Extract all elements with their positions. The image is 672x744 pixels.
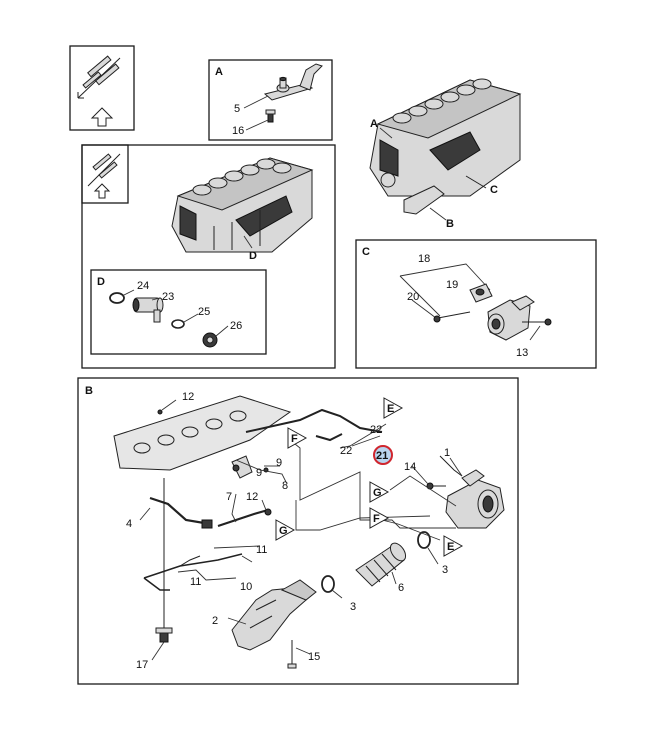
bolt-14 xyxy=(426,482,446,490)
block-orientation-icon-2 xyxy=(81,144,129,204)
ref-flag-e-right: E xyxy=(443,535,464,557)
ref-flag-f-mid-label: F xyxy=(373,513,380,525)
cylinder-bores xyxy=(392,78,492,124)
long-oil-line xyxy=(155,478,173,643)
view-orientation-panel xyxy=(69,45,135,131)
bolt-12-mid xyxy=(264,508,272,516)
callout-22-right: 22 xyxy=(370,424,382,436)
section-c-panel: C 18 19 20 13 xyxy=(355,239,597,369)
cylinder-block xyxy=(171,157,314,253)
callout-13: 13 xyxy=(516,347,528,359)
section-d-panel: D 24 23 25 26 xyxy=(90,269,267,355)
callout-11-left: 11 xyxy=(190,576,201,588)
oil-pipe-middle xyxy=(149,496,269,529)
callout-24: 24 xyxy=(137,280,149,292)
oil-pipe-upper xyxy=(245,408,383,442)
bolt-20 xyxy=(433,311,471,323)
ref-flag-e-top: E xyxy=(383,397,404,419)
seal-ring-24 xyxy=(109,292,125,304)
callout-5-a: 5 xyxy=(234,103,240,115)
bracket-8-9 xyxy=(231,455,269,479)
callout-12-top: 12 xyxy=(182,391,194,403)
piston-cooling-nozzle-23 xyxy=(132,297,164,323)
ref-flag-f-top: F xyxy=(287,427,308,449)
cylinder-block-panel: D D 24 xyxy=(81,144,336,369)
o-ring-3-right xyxy=(417,531,431,549)
plug-26 xyxy=(202,332,218,348)
ref-flag-g-mid: G xyxy=(369,481,390,503)
suction-pipe-6 xyxy=(355,542,407,587)
callout-3-right: 3 xyxy=(442,564,448,576)
oil-pump-1 xyxy=(439,455,505,529)
callout-18: 18 xyxy=(418,253,430,265)
overview-label-a: A xyxy=(370,118,378,130)
bolt-16 xyxy=(265,109,276,123)
section-b-panel: B xyxy=(77,377,519,685)
callout-4: 4 xyxy=(126,518,132,530)
ref-flag-g-low-label: G xyxy=(279,525,288,537)
bracket-10-11 xyxy=(143,553,243,591)
o-ring-25 xyxy=(171,319,185,329)
callout-2: 2 xyxy=(212,615,218,627)
callout-15: 15 xyxy=(308,651,320,663)
oil-pump-bracket-19 xyxy=(469,283,493,303)
up-arrow-icon xyxy=(90,107,114,127)
highlight-circle xyxy=(373,445,393,465)
oil-pan-gasket xyxy=(113,395,292,471)
overview-engine-block xyxy=(369,78,522,215)
callout-12-mid: 12 xyxy=(246,491,258,503)
ref-flag-f-top-label: F xyxy=(291,433,298,445)
callout-14: 14 xyxy=(404,461,416,473)
callout-16: 16 xyxy=(232,125,244,137)
callout-9-right: 9 xyxy=(276,457,282,469)
section-d-label: D xyxy=(97,276,105,288)
callout-20: 20 xyxy=(407,291,419,303)
callout-8: 8 xyxy=(282,480,288,492)
highlighted-callout-21[interactable]: 21 xyxy=(373,445,393,465)
callout-7: 7 xyxy=(226,491,232,503)
callout-11-right: 11 xyxy=(256,544,267,556)
callout-3-lower: 3 xyxy=(350,601,356,613)
overview-label-b: B xyxy=(446,218,454,230)
ref-flag-g-low: G xyxy=(275,519,296,541)
section-a-label: A xyxy=(215,66,223,78)
oil-pump-housing-c xyxy=(487,295,535,341)
callout-25: 25 xyxy=(198,306,210,318)
callout-22-left: 22 xyxy=(340,445,352,457)
bolt-15 xyxy=(287,640,297,669)
section-c-label: C xyxy=(362,246,370,258)
callout-1: 1 xyxy=(444,447,450,459)
ref-flag-f-mid: F xyxy=(369,507,390,529)
ref-flag-e-top-label: E xyxy=(387,403,394,415)
block-label-d: D xyxy=(249,250,257,262)
callout-17: 17 xyxy=(136,659,148,671)
block-orientation-icon xyxy=(77,55,121,99)
ref-flag-e-right-label: E xyxy=(447,541,454,553)
section-b-label: B xyxy=(85,385,93,397)
o-ring-3-lower xyxy=(321,575,335,593)
callout-23: 23 xyxy=(162,291,174,303)
callout-26: 26 xyxy=(230,320,242,332)
callout-9-left: 9 xyxy=(256,467,262,479)
callout-6: 6 xyxy=(398,582,404,594)
section-a-panel: A 5 16 xyxy=(208,59,333,141)
overview-label-c: C xyxy=(490,184,498,196)
oil-pickup-tube-2 xyxy=(231,579,317,651)
callout-19: 19 xyxy=(446,279,458,291)
callout-21: 21 xyxy=(376,450,388,462)
oil-pickup-bracket xyxy=(263,63,323,101)
callout-10: 10 xyxy=(240,581,252,593)
ref-flag-g-mid-label: G xyxy=(373,487,382,499)
bolt-13 xyxy=(522,318,552,326)
